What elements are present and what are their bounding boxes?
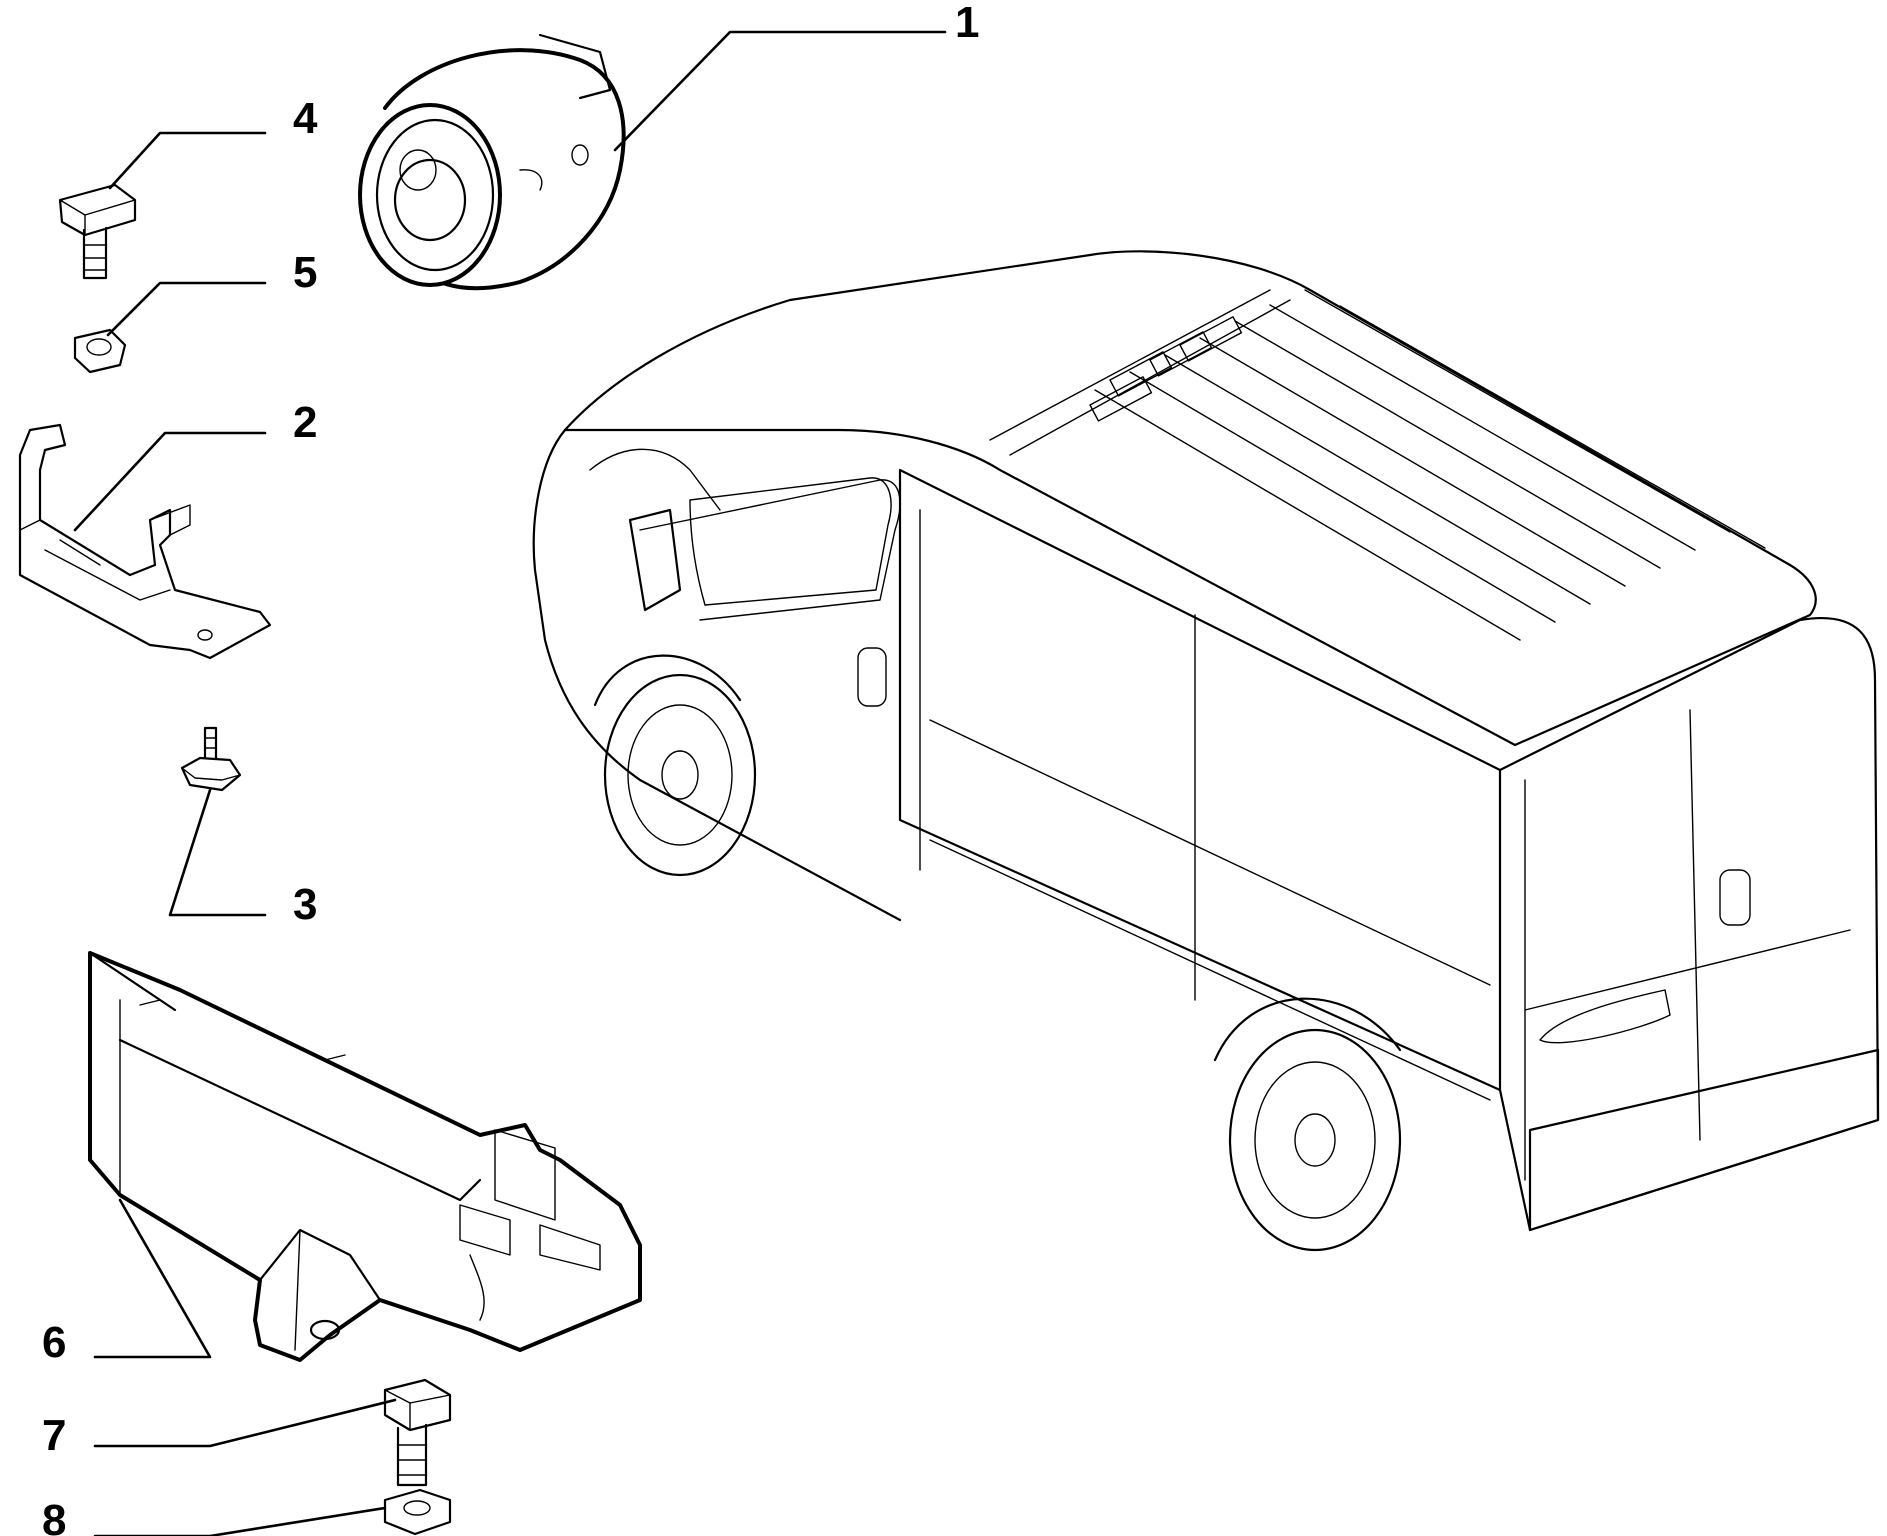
t-bolt-part: [58, 183, 137, 280]
flange-nut-part: [73, 328, 127, 374]
leader-7: [93, 1398, 397, 1448]
van-illustration: [532, 250, 1880, 1252]
leader-3: [168, 788, 267, 917]
leader-4: [108, 131, 267, 190]
roof-ribs: [1094, 289, 1766, 641]
rear-wheel: [1228, 1028, 1402, 1252]
leader-2: [73, 431, 267, 532]
callout-7: 7: [42, 1411, 66, 1460]
callout-4: 4: [293, 94, 318, 143]
bracket-part: [18, 423, 272, 660]
callout-1: 1: [955, 0, 979, 47]
control-unit-part: [88, 951, 642, 1362]
leader-8: [93, 1506, 387, 1536]
front-wheel: [603, 673, 757, 877]
hex-bolt-part: [383, 1378, 452, 1487]
leader-6: [93, 1198, 212, 1359]
callout-numbers: 1 4 5 2 3 6 7 8: [42, 0, 979, 1536]
horn-part: [358, 33, 626, 291]
callout-3: 3: [293, 880, 317, 929]
hex-nut-part: [383, 1488, 452, 1536]
callout-5: 5: [293, 248, 317, 297]
leader-1: [613, 30, 947, 152]
small-bolt-part: [180, 726, 242, 792]
callout-8: 8: [42, 1496, 66, 1536]
leader-5: [106, 281, 267, 337]
leader-lines: [73, 30, 947, 1536]
callout-2: 2: [293, 398, 317, 447]
callout-6: 6: [42, 1318, 66, 1367]
